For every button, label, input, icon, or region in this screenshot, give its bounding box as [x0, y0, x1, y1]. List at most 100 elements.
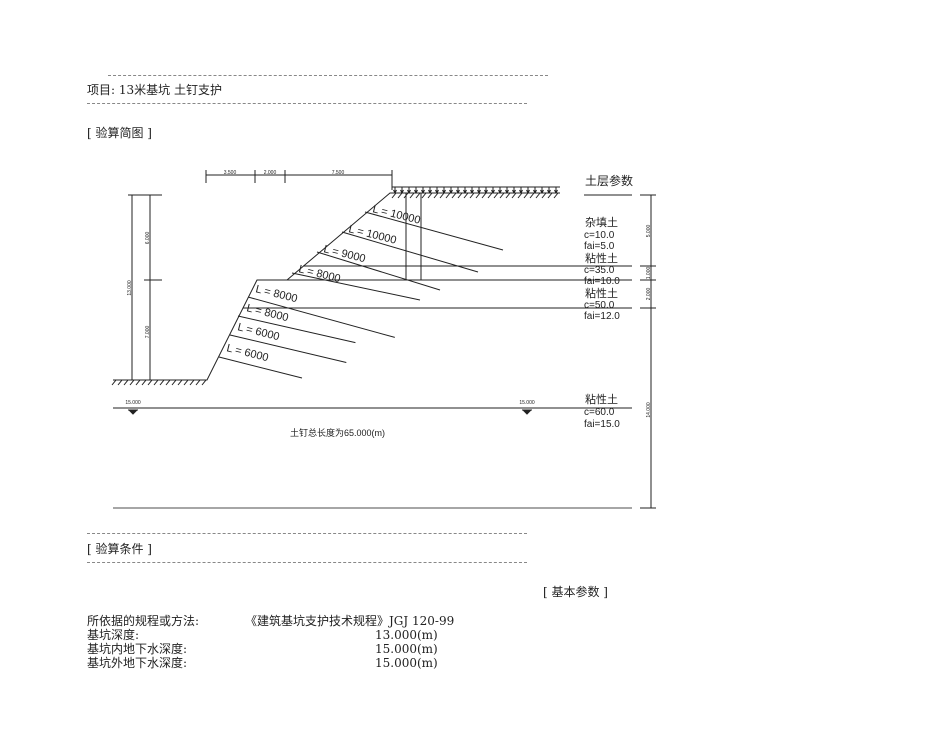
right-dimension: 5.000 1.000 2.000 14.000: [640, 194, 656, 509]
hatch-mark: [135, 379, 141, 386]
water-level-icon: [522, 410, 532, 415]
hatch-mark: [129, 379, 135, 386]
hatch-mark: [409, 192, 415, 199]
hatch-mark: [541, 192, 547, 199]
divider: [87, 103, 527, 104]
layer-fai: fai=10.0: [584, 276, 620, 287]
project-title: 项目: 13米基坑 土钉支护: [87, 83, 222, 97]
hatch-mark: [493, 192, 499, 199]
hatch-mark: [397, 192, 403, 199]
hatch-mark: [457, 192, 463, 199]
hatch-mark: [171, 379, 177, 386]
hatch-mark: [505, 192, 511, 199]
dim-label: 5.000: [646, 225, 652, 238]
layer-name: 粘性土: [585, 286, 618, 300]
param-value: 13.000(m): [375, 628, 438, 642]
layer-name: 粘性土: [585, 392, 618, 406]
param-value: 15.000(m): [375, 656, 438, 670]
surcharge-arrows: [393, 187, 558, 194]
soil-nails: [218, 211, 504, 379]
dim-label: 6.000: [145, 232, 151, 245]
soil-parameters: 土层参数 杂填土 c=10.0 fai=5.0 粘性土 c=35.0 fai=1…: [584, 173, 633, 430]
dim-label: 1.000: [646, 267, 652, 280]
hatch-mark: [177, 379, 183, 386]
hatch-mark: [391, 192, 397, 199]
load-arrow-icon: [492, 189, 495, 194]
layer-fai: fai=5.0: [584, 241, 615, 252]
total-nail-length: 土钉总长度为65.000(m): [290, 427, 385, 438]
hatch-mark: [111, 379, 117, 386]
divider: [87, 562, 527, 563]
hatch-mark: [421, 192, 427, 199]
load-arrow-icon: [429, 189, 432, 194]
hatch-mark: [427, 192, 433, 199]
layer-name: 粘性土: [585, 251, 618, 265]
nail-label: L = 10000: [371, 203, 421, 226]
layer-c: c=60.0: [584, 407, 615, 418]
nail-label: L = 6000: [225, 342, 269, 364]
hatch-mark: [487, 192, 493, 199]
hatch-mark: [553, 192, 559, 199]
dim-label: 2.000: [264, 170, 277, 176]
hatch-mark: [147, 379, 153, 386]
load-arrow-icon: [548, 189, 551, 194]
hatch-mark: [511, 192, 517, 199]
layer-fai: fai=12.0: [584, 311, 620, 322]
layer-c: c=10.0: [584, 230, 615, 241]
hatch-mark: [517, 192, 523, 199]
layer-name: 杂填土: [585, 215, 618, 229]
basic-params-heading: [ 基本参数 ]: [543, 585, 608, 599]
load-arrow-icon: [506, 189, 509, 194]
water-level-icon: [128, 410, 138, 415]
load-arrow-icon: [415, 189, 418, 194]
water-level-inside: 15.000: [125, 400, 141, 415]
hatch-mark: [141, 379, 147, 386]
param-label: 基坑外地下水深度:: [87, 656, 188, 670]
dim-label: 3.500: [224, 170, 237, 176]
hatch-mark: [415, 192, 421, 199]
param-label: 所依据的规程或方法:: [87, 614, 200, 628]
hatch-mark: [445, 192, 451, 199]
hatch-mark: [469, 192, 475, 199]
divider: [108, 75, 548, 76]
hatch-mark: [463, 192, 469, 199]
hatch-mark: [165, 379, 171, 386]
load-arrow-icon: [401, 189, 404, 194]
load-arrow-icon: [471, 189, 474, 194]
param-value: 15.000(m): [375, 642, 438, 656]
hatch-mark: [475, 192, 481, 199]
load-arrow-icon: [457, 189, 460, 194]
top-dimension: 3.500 2.000 7.500: [205, 170, 393, 190]
load-arrow-icon: [478, 189, 481, 194]
soil-layer-lines: [113, 194, 632, 509]
nail-label: L = 8000: [245, 302, 289, 324]
ground-hatch: [111, 192, 559, 386]
dim-label: 2.000: [646, 288, 652, 301]
nail-label: L = 9000: [322, 243, 366, 265]
soil-title: 土层参数: [585, 173, 633, 188]
hatch-mark: [529, 192, 535, 199]
load-arrow-icon: [394, 189, 397, 194]
param-label: 基坑内地下水深度:: [87, 642, 188, 656]
load-arrow-icon: [520, 189, 523, 194]
dim-label: 7.500: [332, 170, 345, 176]
hatch-mark: [433, 192, 439, 199]
left-dimension: 13.000 6.000 7.000: [127, 194, 162, 380]
layer-c: c=50.0: [584, 300, 615, 311]
water-level-label: 15.000: [125, 400, 141, 406]
section-diagram-heading: [ 验算简图 ]: [87, 126, 152, 140]
dim-label: 14.000: [646, 402, 652, 418]
hatch-mark: [481, 192, 487, 199]
hatch-mark: [439, 192, 445, 199]
load-arrow-icon: [408, 189, 411, 194]
load-arrow-icon: [422, 189, 425, 194]
water-level-outside: 15.000: [519, 400, 535, 415]
hatch-mark: [201, 379, 207, 386]
load-arrow-icon: [541, 189, 544, 194]
hatch-mark: [547, 192, 553, 199]
hatch-mark: [451, 192, 457, 199]
hatch-mark: [183, 379, 189, 386]
hatch-mark: [159, 379, 165, 386]
load-arrow-icon: [513, 189, 516, 194]
